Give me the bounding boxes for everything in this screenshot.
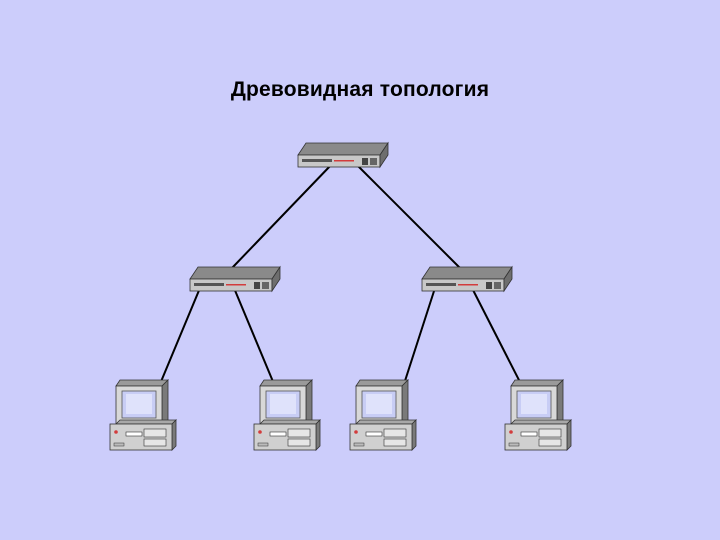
- link-left-pc1: [160, 288, 200, 384]
- left-switch-icon: [190, 267, 280, 291]
- root-switch-icon: [298, 143, 388, 167]
- computer-icon: [254, 380, 320, 450]
- link-root-left: [232, 164, 332, 268]
- link-root-right: [356, 164, 460, 268]
- right-switch-icon: [422, 267, 512, 291]
- computer-icon: [505, 380, 571, 450]
- link-left-pc2: [234, 288, 274, 384]
- computer-icon: [350, 380, 416, 450]
- link-right-pc3: [404, 288, 435, 384]
- computer-icon: [110, 380, 176, 450]
- link-right-pc4: [472, 288, 521, 384]
